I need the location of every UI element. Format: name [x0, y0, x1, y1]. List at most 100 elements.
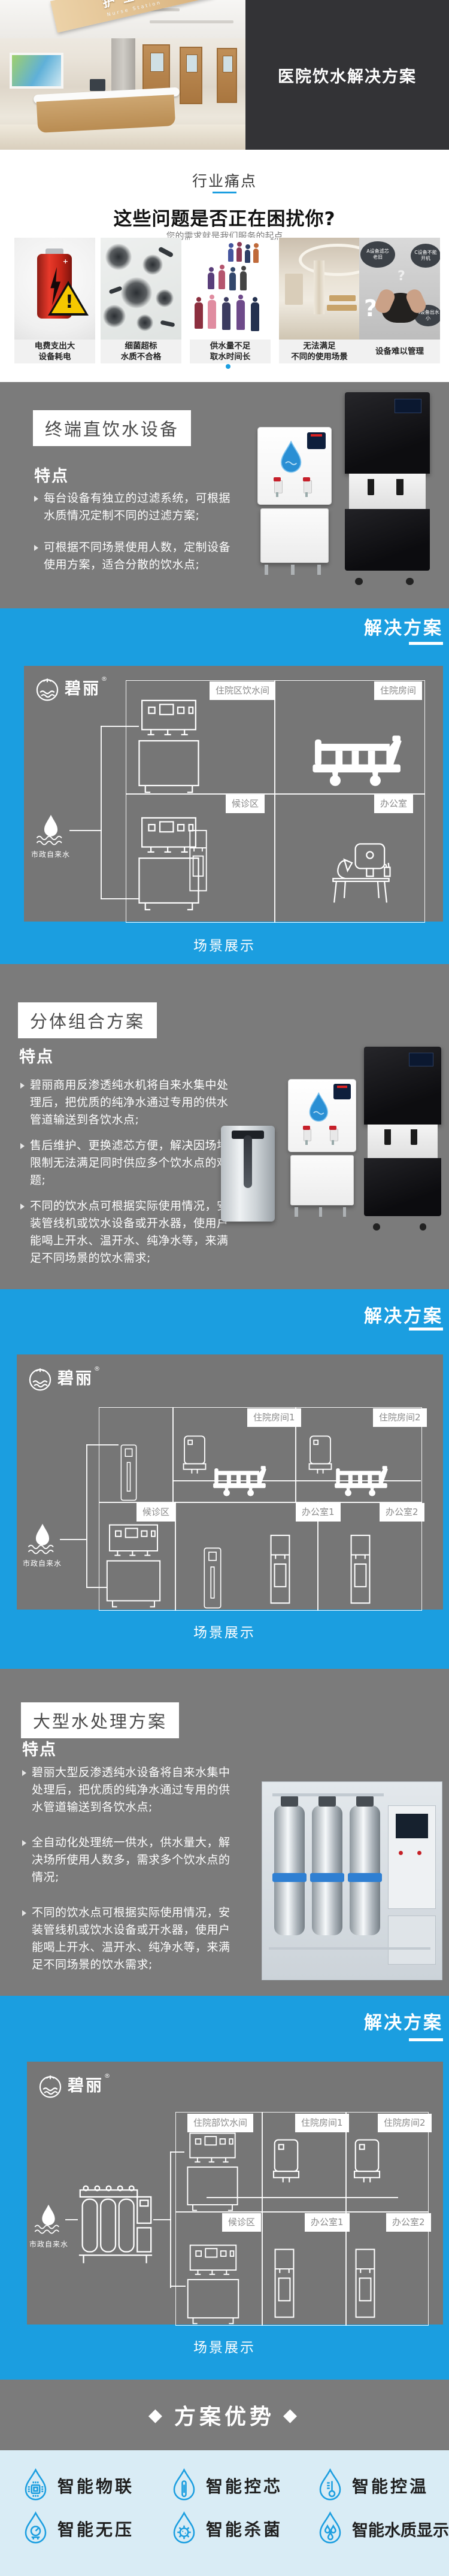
- feature-bullet: 不同的饮水点可根据实际使用情况，安装管线机或饮水设备或开水器，使用户能喝上开水、…: [19, 1198, 229, 1267]
- room-label: 候诊区: [136, 1503, 176, 1522]
- battery-plus-mark: +: [62, 257, 68, 265]
- pipeline-dispenser-lineart: [189, 823, 208, 899]
- wall-dispenser-lineart: [308, 1434, 332, 1480]
- purifier-cabinet-lineart: [116, 1444, 141, 1502]
- brand-logo-icon: [38, 2074, 63, 2099]
- brand-logo-icon: [35, 677, 60, 702]
- features-label: 特点: [19, 1048, 54, 1066]
- solution-banner: 解决方案: [364, 2013, 443, 2033]
- tap: [302, 1125, 311, 1145]
- pipe: [153, 2219, 171, 2220]
- pipe: [170, 2151, 184, 2153]
- room-label: 住院区饮水间: [210, 681, 276, 700]
- silver-purifier-product-image: [221, 1126, 275, 1222]
- hospital-lobby-photo: 护士站 Nurse Station: [0, 0, 245, 150]
- pipe: [65, 2219, 78, 2220]
- water-boiler-lineart: [136, 699, 201, 793]
- room-label: 住院房间2: [378, 2114, 432, 2132]
- title-underline: [213, 192, 236, 193]
- ceiling-light-ring: [299, 244, 360, 276]
- room-label: 住院房间1: [295, 2114, 349, 2132]
- room-ward-1: [172, 1407, 296, 1503]
- advantages-header: ◆ 方案优势 ◆: [0, 2380, 449, 2450]
- water-drop-logo: [306, 1090, 332, 1127]
- solution3-title: 大型水处理方案: [21, 1702, 180, 1738]
- pain-points-section: 行业痛点 这些问题是否正在困扰你? 您的需求就是我们服务的起点 + ! 电费支出…: [0, 150, 449, 382]
- features-list: 碧丽商用反渗透纯水机将自来水集中处理后，把优质的纯净水通过专用的供水管道输送到各…: [19, 1077, 229, 1267]
- room-office-2: [317, 1502, 422, 1611]
- page-title: 医院饮水解决方案: [278, 67, 417, 86]
- tap: [329, 1125, 338, 1145]
- tap-water-source-icon: [25, 1522, 60, 1557]
- solution2-title: 分体组合方案: [18, 1002, 157, 1038]
- bacteria-image: [101, 238, 181, 340]
- pipeline-dispenser-lineart: [350, 1530, 371, 1610]
- door: [180, 47, 202, 104]
- thought-cloud: C设备不能开机: [411, 244, 440, 268]
- hospital-bed-icon: [311, 733, 404, 790]
- brand-logo: 碧丽®: [35, 677, 107, 702]
- advantage-no-pressure: 智能无压: [22, 2510, 134, 2547]
- room-label: 办公室1: [296, 1503, 341, 1522]
- feature-bullet: 不同的饮水点可根据实际使用情况，安装管线机或饮水设备或开水器，使用户能喝上开水、…: [21, 1904, 230, 1974]
- pipe: [86, 1587, 107, 1588]
- carousel-dot[interactable]: [226, 364, 230, 369]
- scene-caption: 场景展示: [193, 2340, 256, 2356]
- card-caption: 设备难以管理: [359, 340, 440, 363]
- ro-water-plant-product-image: [262, 1781, 442, 1980]
- office-desk-icon: [326, 838, 395, 905]
- feature-bullet: 每台设备有独立的过滤系统，可根据水质情况定制不同的过滤方案;: [33, 490, 236, 525]
- stressed-man-image: A设备滤芯老旧 C设备不能开机 B设备出水小 ? ?: [359, 238, 440, 340]
- room-office: [274, 793, 425, 923]
- room-label: 住院房间: [374, 681, 423, 700]
- brand-logo: 碧丽®: [38, 2074, 110, 2099]
- white-boiler-product-image: [288, 1079, 356, 1217]
- solution1-features-section: 终端直饮水设备 特点 每台设备有独立的过滤系统，可根据水质情况定制不同的过滤方案…: [0, 382, 449, 608]
- wall-dispenser-lineart: [272, 2138, 300, 2189]
- white-boiler-product-image: [257, 427, 332, 575]
- warning-triangle-icon: !: [48, 281, 89, 316]
- battery-warning-image: + !: [14, 238, 95, 340]
- door: [217, 48, 237, 103]
- room-label: 办公室1: [305, 2213, 350, 2232]
- advantage-water-quality: 智能水质显示: [316, 2510, 449, 2547]
- feature-bullet: 碧丽大型反渗透纯水设备将自来水集中处理后，把优质的纯净水通过专用的供水管道输送到…: [21, 1764, 230, 1816]
- pipeline-dispenser-lineart: [274, 2244, 295, 2323]
- pipe: [60, 1539, 86, 1540]
- solution2-features-section: 分体组合方案 特点 碧丽商用反渗透纯水机将自来水集中处理后，把优质的纯净水通过专…: [0, 964, 449, 1289]
- ro-plant-lineart: [78, 2184, 153, 2269]
- hospital-bed-icon: [213, 1463, 268, 1499]
- room-ward-2: [345, 2112, 429, 2213]
- scene-diagram-panel: 碧丽® 住院区饮水间 住院房间 候诊区 办公室 市政自来水: [24, 666, 443, 923]
- banner-underline: [409, 642, 443, 645]
- pain-card-queue: 供水量不足 取水时间长: [190, 238, 271, 363]
- room-drinking-room: [175, 2112, 263, 2213]
- black-dispenser-product-image: [364, 1047, 441, 1231]
- pipe: [101, 726, 102, 899]
- advantages-grid: 智能物联 智能控芯 智能控温 智能无压: [0, 2450, 449, 2576]
- advantage-sterilize: 智能杀菌: [170, 2510, 283, 2547]
- pipe: [86, 1444, 87, 1588]
- pipeline-dispenser-lineart: [354, 2244, 376, 2323]
- tap: [302, 477, 312, 498]
- thought-cloud: A设备滤芯老旧: [360, 241, 395, 268]
- pain-card-management: A设备滤芯老旧 C设备不能开机 B设备出水小 ? ? 设备难以管理: [359, 238, 440, 363]
- card-caption: 无法满足 不同的使用场景: [279, 340, 360, 363]
- control-cabinet: [388, 1805, 436, 1910]
- hospital-bed-icon: [334, 1463, 389, 1499]
- pipe: [207, 2197, 398, 2198]
- features-label: 特点: [22, 1741, 57, 1759]
- pain-card-energy: + ! 电费支出大 设备耗电: [14, 238, 95, 363]
- room-label: 候诊区: [222, 2213, 262, 2232]
- features-label: 特点: [34, 467, 69, 486]
- tap-water-source-label: 市政自来水: [31, 850, 71, 859]
- iot-drop-icon: [22, 2468, 50, 2504]
- pipe: [101, 898, 139, 899]
- water-quality-drop-icon: [316, 2511, 344, 2547]
- header-title-panel: 医院饮水解决方案: [245, 0, 449, 150]
- wall-dispenser-lineart: [183, 1434, 207, 1480]
- scene-diagram-panel: 碧丽® 住院部饮水间 住院房间1 住院房间2 候诊区 办公室1 办公室2 市政自…: [27, 2062, 443, 2326]
- banner-underline: [409, 1328, 443, 1331]
- solution3-diagram-section: 解决方案 碧丽® 住院部饮水间 住院房间1 住院房间2 候诊区 办公室1 办公室…: [0, 1996, 449, 2380]
- pain-headline: 这些问题是否正在困扰你?: [113, 208, 336, 230]
